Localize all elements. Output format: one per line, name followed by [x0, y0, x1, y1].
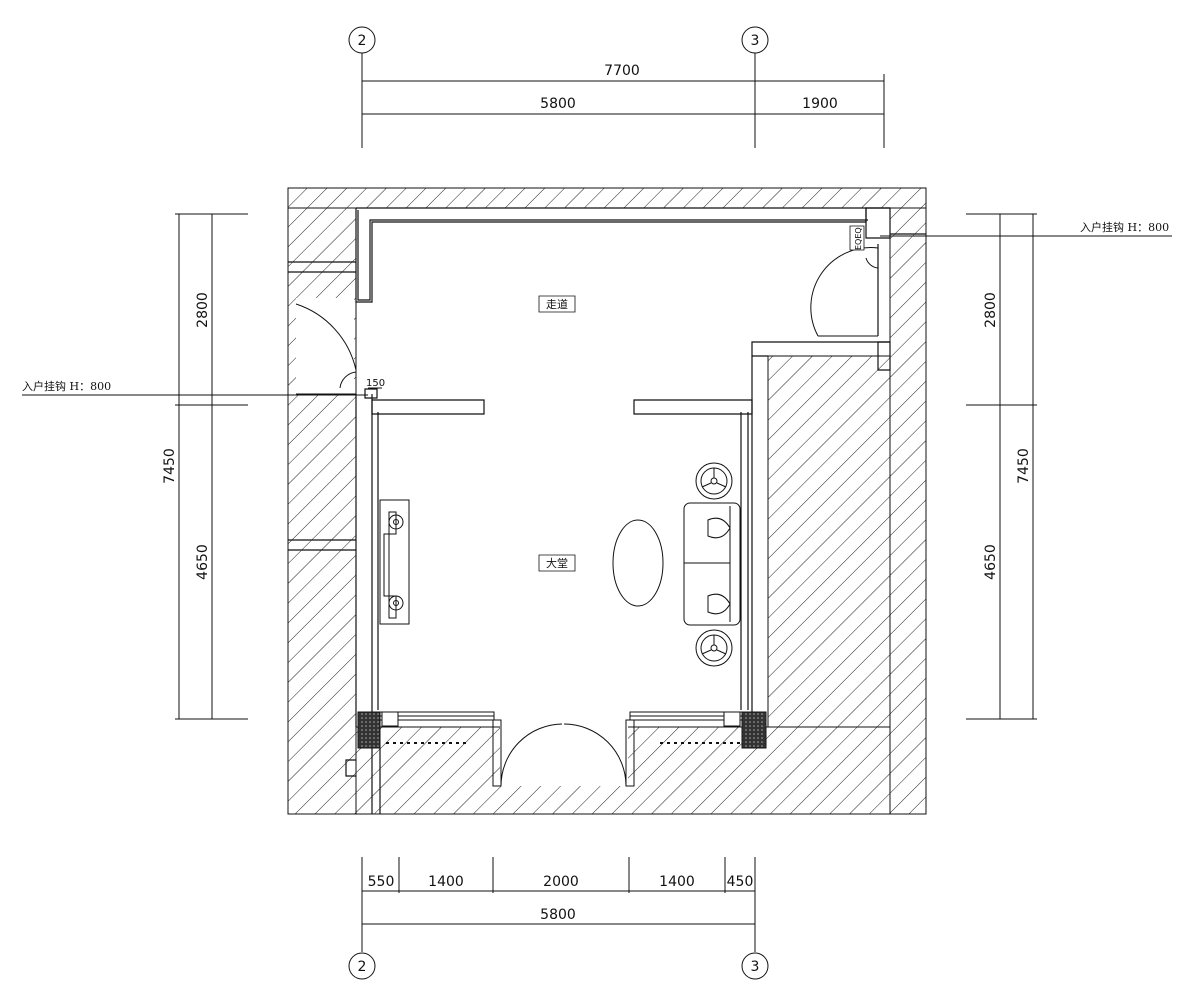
- dim-left-upper: 2800: [195, 292, 211, 328]
- dim-bottom-3: 2000: [543, 874, 579, 890]
- dim-left-lower: 4650: [195, 544, 211, 580]
- console-table: [380, 500, 409, 624]
- dim-right-lower: 4650: [983, 544, 999, 580]
- dim-bottom-4: 1400: [659, 874, 695, 890]
- dim-top-left: 5800: [540, 96, 576, 112]
- right-dimensions: [966, 214, 1037, 719]
- electric-box-label: EQEQ: [854, 227, 863, 250]
- axis-bubble-2-bottom: [349, 953, 375, 979]
- room-label-hall: 大堂: [546, 556, 568, 570]
- room-label-corridor: 走道: [546, 297, 568, 311]
- wall-outlines: [288, 208, 926, 814]
- room-label-box-hall: [539, 555, 575, 571]
- corner-columns: [358, 712, 766, 748]
- dim-bottom-2: 1400: [428, 874, 464, 890]
- coffee-table: [613, 520, 663, 606]
- windows: [378, 712, 742, 720]
- dim-bottom-5: 450: [727, 874, 754, 890]
- dim-right-upper: 2800: [983, 292, 999, 328]
- room-label-box-corridor: [539, 296, 575, 312]
- dim-right-total: 7450: [1016, 448, 1032, 484]
- armchair-bottom: [696, 630, 732, 666]
- sofa: [684, 503, 740, 625]
- dim-top-total: 7700: [604, 63, 640, 79]
- dim-small-150: 150: [366, 378, 385, 389]
- dim-bottom-1: 550: [368, 874, 395, 890]
- note-entry-hook-left: 入户挂钩 H：800: [22, 379, 111, 393]
- axis-label-3-top: 3: [751, 33, 760, 49]
- left-dimensions: [175, 214, 248, 719]
- note-entry-hook-right: 入户挂钩 H：800: [1080, 220, 1169, 234]
- bottom-dimensions: [349, 857, 768, 979]
- electric-box: [850, 226, 864, 250]
- dim-top-right: 1900: [802, 96, 838, 112]
- plant-icon: [394, 520, 399, 606]
- leader-lines: [22, 236, 1172, 395]
- axis-label-2-bottom: 2: [358, 959, 367, 975]
- axis-label-3-bottom: 3: [751, 959, 760, 975]
- top-dimensions: [349, 27, 884, 148]
- axis-bubble-3-bottom: [742, 953, 768, 979]
- axis-label-2-top: 2: [358, 33, 367, 49]
- wall-openings: [296, 244, 879, 786]
- dim-bottom-total: 5800: [540, 907, 576, 923]
- armchair-top: [696, 463, 732, 499]
- dim-left-total: 7450: [162, 448, 178, 484]
